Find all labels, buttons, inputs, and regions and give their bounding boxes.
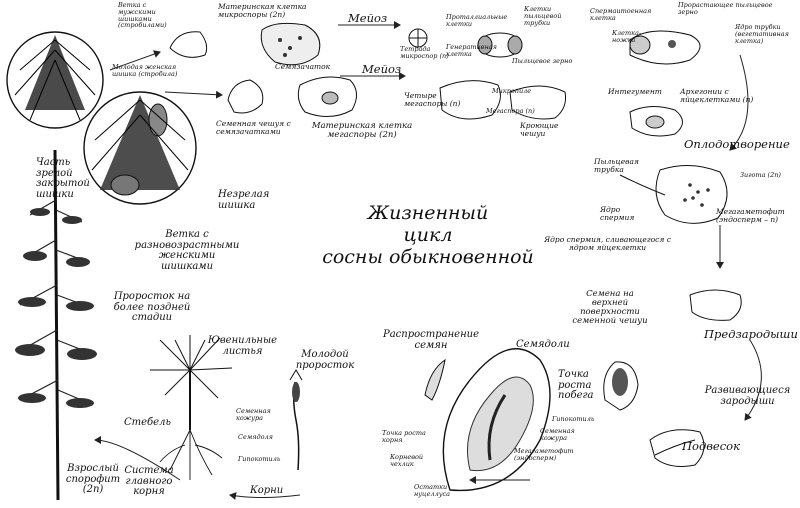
label-branch-cones: Ветка с разновозрастными женскими шишкам… — [134, 229, 240, 272]
label-archegonia: Архегонии с яйцеклетками (n) — [680, 87, 754, 104]
label-seed-coat: Семенная кожура — [236, 407, 271, 422]
diagram-title: Жизненный цикл сосны обыкновенной — [318, 202, 538, 269]
ovule-with-megaspores-illustration — [439, 80, 566, 120]
title-line-3: сосны обыкновенной — [322, 245, 534, 268]
label-megagametophyte: Мегагаметофит (эндосперм – n) — [716, 207, 785, 224]
microspore-mother-cell-illustration — [260, 22, 321, 66]
young-seedling-illustration — [289, 369, 303, 471]
label-pollen-tube: Пыльцевая трубка — [594, 157, 639, 174]
title-line-1: Жизненный — [367, 202, 489, 224]
label-generative-cell: Генеративная клетка — [446, 43, 497, 58]
label-tetrad-micro: Тетрада микроспор (n) — [400, 45, 449, 60]
label-meiosis-mid: Мейоз — [362, 62, 402, 76]
label-micropyle: Микропиле — [492, 87, 532, 95]
label-hypocotyl: Гипокотиль — [238, 455, 281, 463]
label-juvenile-leaves: Ювенильные листья — [207, 335, 278, 357]
label-sperm-cell: Спермаитоенная клетка — [590, 7, 652, 22]
label-mother-cell-mega: Материнская клетка мегаспоры (2n) — [311, 121, 413, 140]
label-prothallial-cells: Проталлиальные клетки — [446, 13, 508, 28]
label-four-megaspores: Четыре мегаспоры (n) — [404, 91, 461, 108]
seed-cross-section-illustration — [442, 348, 551, 492]
label-seed-dispersal: Распространение семян — [382, 329, 480, 351]
label-nucellus: Остатки нуцеллуса — [414, 483, 450, 498]
adult-pine-tree-illustration — [15, 149, 97, 501]
label-adult-sporophyte: Взрослый спорофит (2n) — [65, 463, 121, 495]
germinating-pollen-illustration — [629, 30, 701, 65]
label-sperm-fusing: Ядро спермия, сливающегося с ядром яйцек… — [544, 235, 671, 252]
winged-seed-illustration — [424, 358, 446, 401]
label-seed-coat-2: Семенная кожура — [540, 427, 575, 442]
label-roots: Корни — [250, 485, 284, 496]
young-female-cone-illustration — [169, 31, 208, 58]
label-root-apex: Точка роста корня — [382, 429, 426, 444]
tetrad-illustration — [408, 28, 428, 48]
label-integument: Интегумент — [608, 87, 662, 96]
label-fertilization: Оплодотворение — [684, 137, 790, 151]
label-megagametophyte-2: Мегагаметофит (эндосперм) — [514, 447, 574, 462]
pollen-grain-illustration — [477, 32, 523, 58]
proembryo-illustration — [689, 289, 742, 321]
label-covering-scales: Кроющие чешуи — [520, 121, 559, 138]
label-cell-leg: Клетка-ножка — [612, 29, 642, 44]
label-immature-cone: Незрелая шишка — [218, 189, 270, 211]
label-male-branch: Ветка с мужскими шишками (стробилами) — [118, 1, 167, 30]
label-meiosis-top: Мейоз — [348, 11, 388, 25]
label-developing-embryos: Развивающиеся зародыши — [704, 385, 791, 407]
title-line-2: цикл — [403, 223, 453, 246]
label-sperm-nucleus: Ядро спермия — [600, 205, 635, 222]
label-pollen-grain: Пыльцевое зерно — [512, 57, 573, 65]
label-proembryos: Предзародыши — [704, 327, 798, 341]
megaspore-mother-cell-illustration — [297, 76, 357, 117]
label-ovule-top: Семязачаток — [275, 62, 331, 71]
male-cone-circle-illustration — [6, 31, 104, 129]
mature-cone-circle-illustration — [83, 91, 197, 205]
seed-scale-with-seeds-illustration — [603, 361, 639, 411]
label-cotyledons: Семядоли — [516, 339, 570, 350]
label-megaspore: Мегаспора (n) — [486, 107, 535, 115]
label-tube-nucleus: Ядро трубки (вегетативная клетка) — [735, 23, 789, 45]
juvenile-seedling-illustration — [150, 335, 233, 480]
label-germinating-pollen: Прорастающее пыльцевое зерно — [678, 1, 773, 16]
label-young-female-cone: Молодая женская шишка (стробила) — [112, 63, 178, 78]
label-seed-scale-ovules: Семенная чешуя с семязачатками — [216, 119, 291, 136]
label-mature-cone-part: Часть зрелой закрытой шишки — [36, 157, 90, 200]
label-taproot: Система главного корня — [124, 465, 174, 497]
label-hypocotyl-2: Гипокотиль — [552, 415, 595, 423]
label-shoot-apex: Точка роста побега — [558, 369, 594, 401]
label-young-seedling: Молодой проросток — [295, 349, 355, 371]
label-stem: Стебель — [124, 417, 171, 428]
label-zygote: Зигота (2n) — [740, 171, 781, 179]
seed-scale-illustration — [227, 79, 264, 114]
fertilization-illustration — [619, 165, 728, 224]
label-seeds-on-scale: Семена на верхней поверхности семенной ч… — [572, 289, 648, 326]
label-seedling-later: Проросток на более поздней стадии — [113, 291, 191, 323]
cycle-arrows — [94, 21, 762, 500]
label-pollen-tube-cells: Клетки пыльцевой трубки — [524, 5, 562, 27]
label-suspensor: Подвесок — [682, 439, 740, 453]
label-root-cap: Корневой чехлик — [390, 453, 424, 468]
label-cotyledon: Семядоля — [238, 433, 273, 441]
developing-embryo-illustration — [649, 429, 705, 467]
archegonia-illustration — [629, 106, 683, 137]
label-mother-cell-micro: Материнская клетка микроспоры (2n) — [218, 2, 307, 19]
